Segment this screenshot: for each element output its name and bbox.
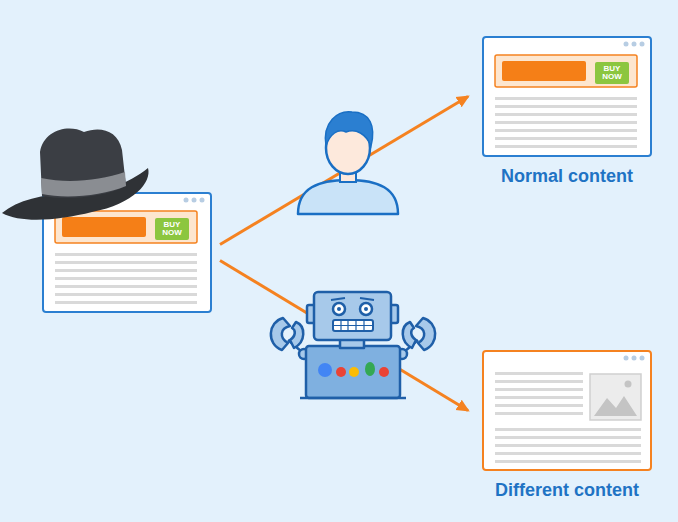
window-caption: Different content [495, 481, 639, 501]
robot-base [300, 397, 406, 400]
robot-pupil [337, 307, 341, 311]
window-dot [200, 198, 205, 203]
robot-mouth [333, 320, 373, 331]
image-placeholder [590, 374, 641, 420]
window-dot [632, 356, 637, 361]
robot-pupil [364, 307, 368, 311]
buy-button: BUY NOW [155, 218, 189, 241]
person-icon [298, 112, 398, 214]
normal-page [482, 36, 652, 157]
robot-icon [271, 292, 435, 398]
browser-window: Different content [482, 350, 652, 471]
page-ground [482, 36, 652, 157]
flow-arrow [220, 97, 468, 245]
text-lines [495, 97, 637, 148]
robot-lights [318, 362, 389, 377]
ad-bar [502, 61, 586, 81]
person-body [298, 180, 398, 214]
window-dot [624, 356, 629, 361]
flow-arrow [220, 261, 468, 411]
different-page [482, 350, 652, 471]
hat-crown [40, 129, 126, 198]
window-dot [184, 198, 189, 203]
hat-band [41, 172, 126, 196]
robot-body [306, 346, 400, 398]
window-dot [624, 42, 629, 47]
robot-eye [360, 303, 372, 315]
text-lines [55, 253, 197, 304]
page-ground [482, 350, 652, 471]
robot-eye [333, 303, 345, 315]
ad-banner [55, 211, 197, 243]
robot-claw [271, 318, 290, 350]
buy-button: BUY NOW [595, 62, 629, 85]
browser-window: Normal contentBUY NOW [482, 36, 652, 157]
ad-banner [495, 55, 637, 87]
ad-bar [62, 217, 146, 237]
robot-brow [331, 298, 374, 300]
image-mountain [594, 396, 637, 416]
button-label: BUY NOW [600, 65, 624, 82]
edge-group [220, 97, 468, 411]
window-dot [640, 356, 645, 361]
window-dot [632, 42, 637, 47]
robot-claw [416, 318, 435, 350]
button-label: BUY NOW [160, 221, 184, 238]
text-lines [495, 372, 641, 463]
robot-teeth [333, 320, 373, 331]
robot-claw [290, 322, 303, 348]
image-sun [625, 381, 632, 388]
person-hair [325, 112, 372, 146]
window-dot [640, 42, 645, 47]
robot-claw [403, 322, 416, 348]
robot-head [314, 292, 391, 340]
window-dot [192, 198, 197, 203]
window-caption: Normal content [501, 167, 633, 187]
